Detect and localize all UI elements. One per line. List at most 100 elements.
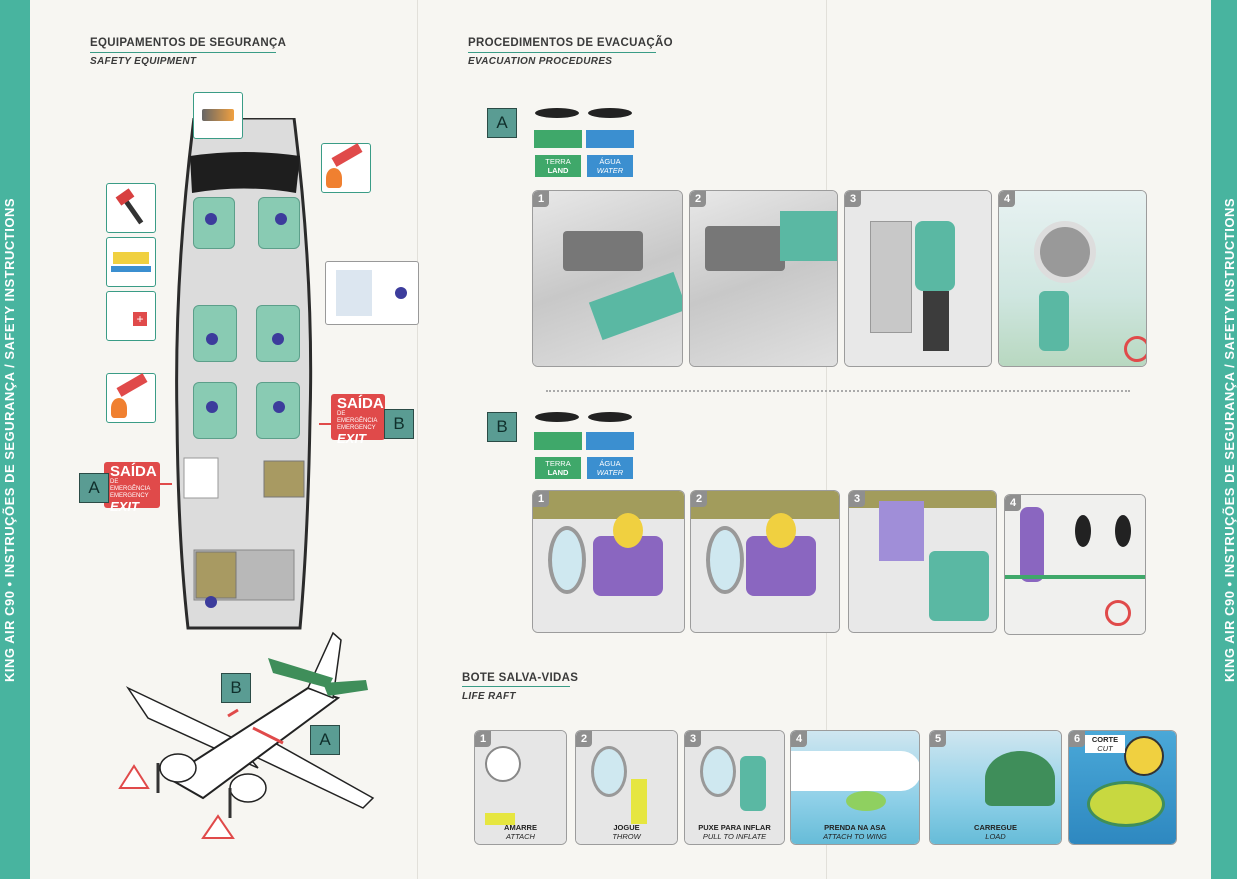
exit-sign-en: EXIT	[337, 431, 366, 446]
step-panel-b4: 4	[1004, 494, 1146, 635]
step-number: 4	[999, 191, 1015, 207]
life-vest-dot	[205, 213, 217, 225]
life-vest-dot	[205, 596, 217, 608]
land-swatch	[534, 432, 582, 450]
life-vest-dot	[272, 333, 284, 345]
no-baggage-icon	[1124, 336, 1146, 362]
exit-sign-pt: SAÍDA	[337, 395, 384, 412]
life-vest-dot	[273, 401, 285, 413]
step-panel-b2: 2	[690, 490, 840, 633]
evacuation-title: PROCEDIMENTOS DE EVACUAÇÃO	[468, 37, 673, 49]
exit-sign-small-en: EMERGENCY	[337, 425, 376, 431]
airplane-icon	[535, 108, 579, 118]
step-number: 4	[1005, 495, 1021, 511]
raft-step-en: PULL TO INFLATE	[702, 832, 767, 841]
step-number: 4	[791, 731, 807, 747]
step-number: 1	[533, 191, 549, 207]
raft-step-en: LOAD	[985, 832, 1006, 841]
life-vest-dot	[206, 333, 218, 345]
exit-a-label: A	[79, 473, 109, 503]
safety-equipment-title: EQUIPAMENTOS DE SEGURANÇA	[90, 37, 287, 49]
raft-step-pt: AMARRE	[504, 823, 537, 832]
exit-sign-en: EXIT	[110, 499, 139, 514]
exit-sign-b: SAÍDA DE EMERGÊNCIA EMERGENCY EXIT	[331, 394, 385, 446]
land-en: LAND	[547, 468, 569, 477]
step-number: 6	[1069, 731, 1085, 747]
step-panel-b1: 1	[532, 490, 685, 633]
flashlight-icon	[193, 92, 243, 139]
title-underline	[90, 52, 276, 53]
step-panel-a1: 1	[532, 190, 683, 367]
airplane-icon	[535, 412, 579, 422]
life-vest-dot	[275, 213, 287, 225]
fold-line	[826, 0, 827, 879]
section-b-label: B	[487, 412, 517, 442]
airplane-illustration	[118, 631, 375, 839]
right-strip-text: KING AIR C90 • INSTRUÇÕES DE SEGURANÇA /…	[1222, 197, 1237, 683]
raft-step-pt: CARREGUE	[974, 823, 1017, 832]
raft-step-en: ATTACH TO WING	[823, 832, 887, 841]
airplane-icon	[588, 108, 632, 118]
life-vest-dot	[206, 401, 218, 413]
left-side-strip	[0, 0, 30, 879]
step-number: 1	[533, 491, 549, 507]
step-number: 1	[475, 731, 491, 747]
section-divider	[546, 390, 1130, 392]
safety-equipment-subtitle: SAFETY EQUIPMENT	[90, 56, 197, 67]
right-side-strip	[1211, 0, 1237, 879]
step-number: 3	[845, 191, 861, 207]
land-en: LAND	[547, 166, 569, 175]
water-en: WATER	[596, 468, 624, 477]
fire-extinguisher-icon	[106, 373, 156, 423]
water-en: WATER	[596, 166, 624, 175]
exit-sign-small-en: EMERGENCY	[110, 493, 149, 499]
cabin-diagram	[175, 118, 313, 630]
life-raft-subtitle: LIFE RAFT	[462, 691, 516, 702]
life-raft-title: BOTE SALVA-VIDAS	[462, 672, 579, 684]
raft-step-en: THROW	[612, 832, 641, 841]
evacuation-subtitle: EVACUATION PROCEDURES	[468, 56, 613, 67]
step-number: 5	[930, 731, 946, 747]
fold-line	[417, 0, 418, 879]
raft-step-en: ATTACH	[506, 832, 535, 841]
raft-step-en: CUT	[1097, 744, 1113, 753]
life-vest-legend	[325, 261, 419, 325]
plane-exit-a-label: A	[310, 725, 340, 755]
step-number: 2	[690, 191, 706, 207]
raft-step-pt: JOGUE	[613, 823, 640, 832]
arrow-right-icon	[160, 483, 172, 485]
exit-sign-small: DE EMERGÊNCIA	[337, 411, 378, 424]
exit-b-label: B	[384, 409, 414, 439]
water-pt: ÁGUA	[599, 157, 621, 166]
life-vest-icon	[106, 237, 156, 287]
title-underline	[468, 52, 656, 53]
airplane-icon	[588, 412, 632, 422]
section-a-label: A	[487, 108, 517, 138]
water-pt: ÁGUA	[599, 459, 621, 468]
left-strip-text: KING AIR C90 • INSTRUÇÕES DE SEGURANÇA /…	[2, 197, 17, 683]
land-pt: TERRA	[545, 459, 571, 468]
exit-sign-a: SAÍDA DE EMERGÊNCIA EMERGENCY EXIT	[104, 462, 160, 514]
water-swatch	[586, 130, 634, 148]
step-number: 3	[685, 731, 701, 747]
water-swatch	[586, 432, 634, 450]
raft-step-pt: CORTE	[1091, 735, 1119, 744]
arrow-left-icon	[319, 423, 331, 425]
step-panel-a4: 4	[998, 190, 1147, 367]
